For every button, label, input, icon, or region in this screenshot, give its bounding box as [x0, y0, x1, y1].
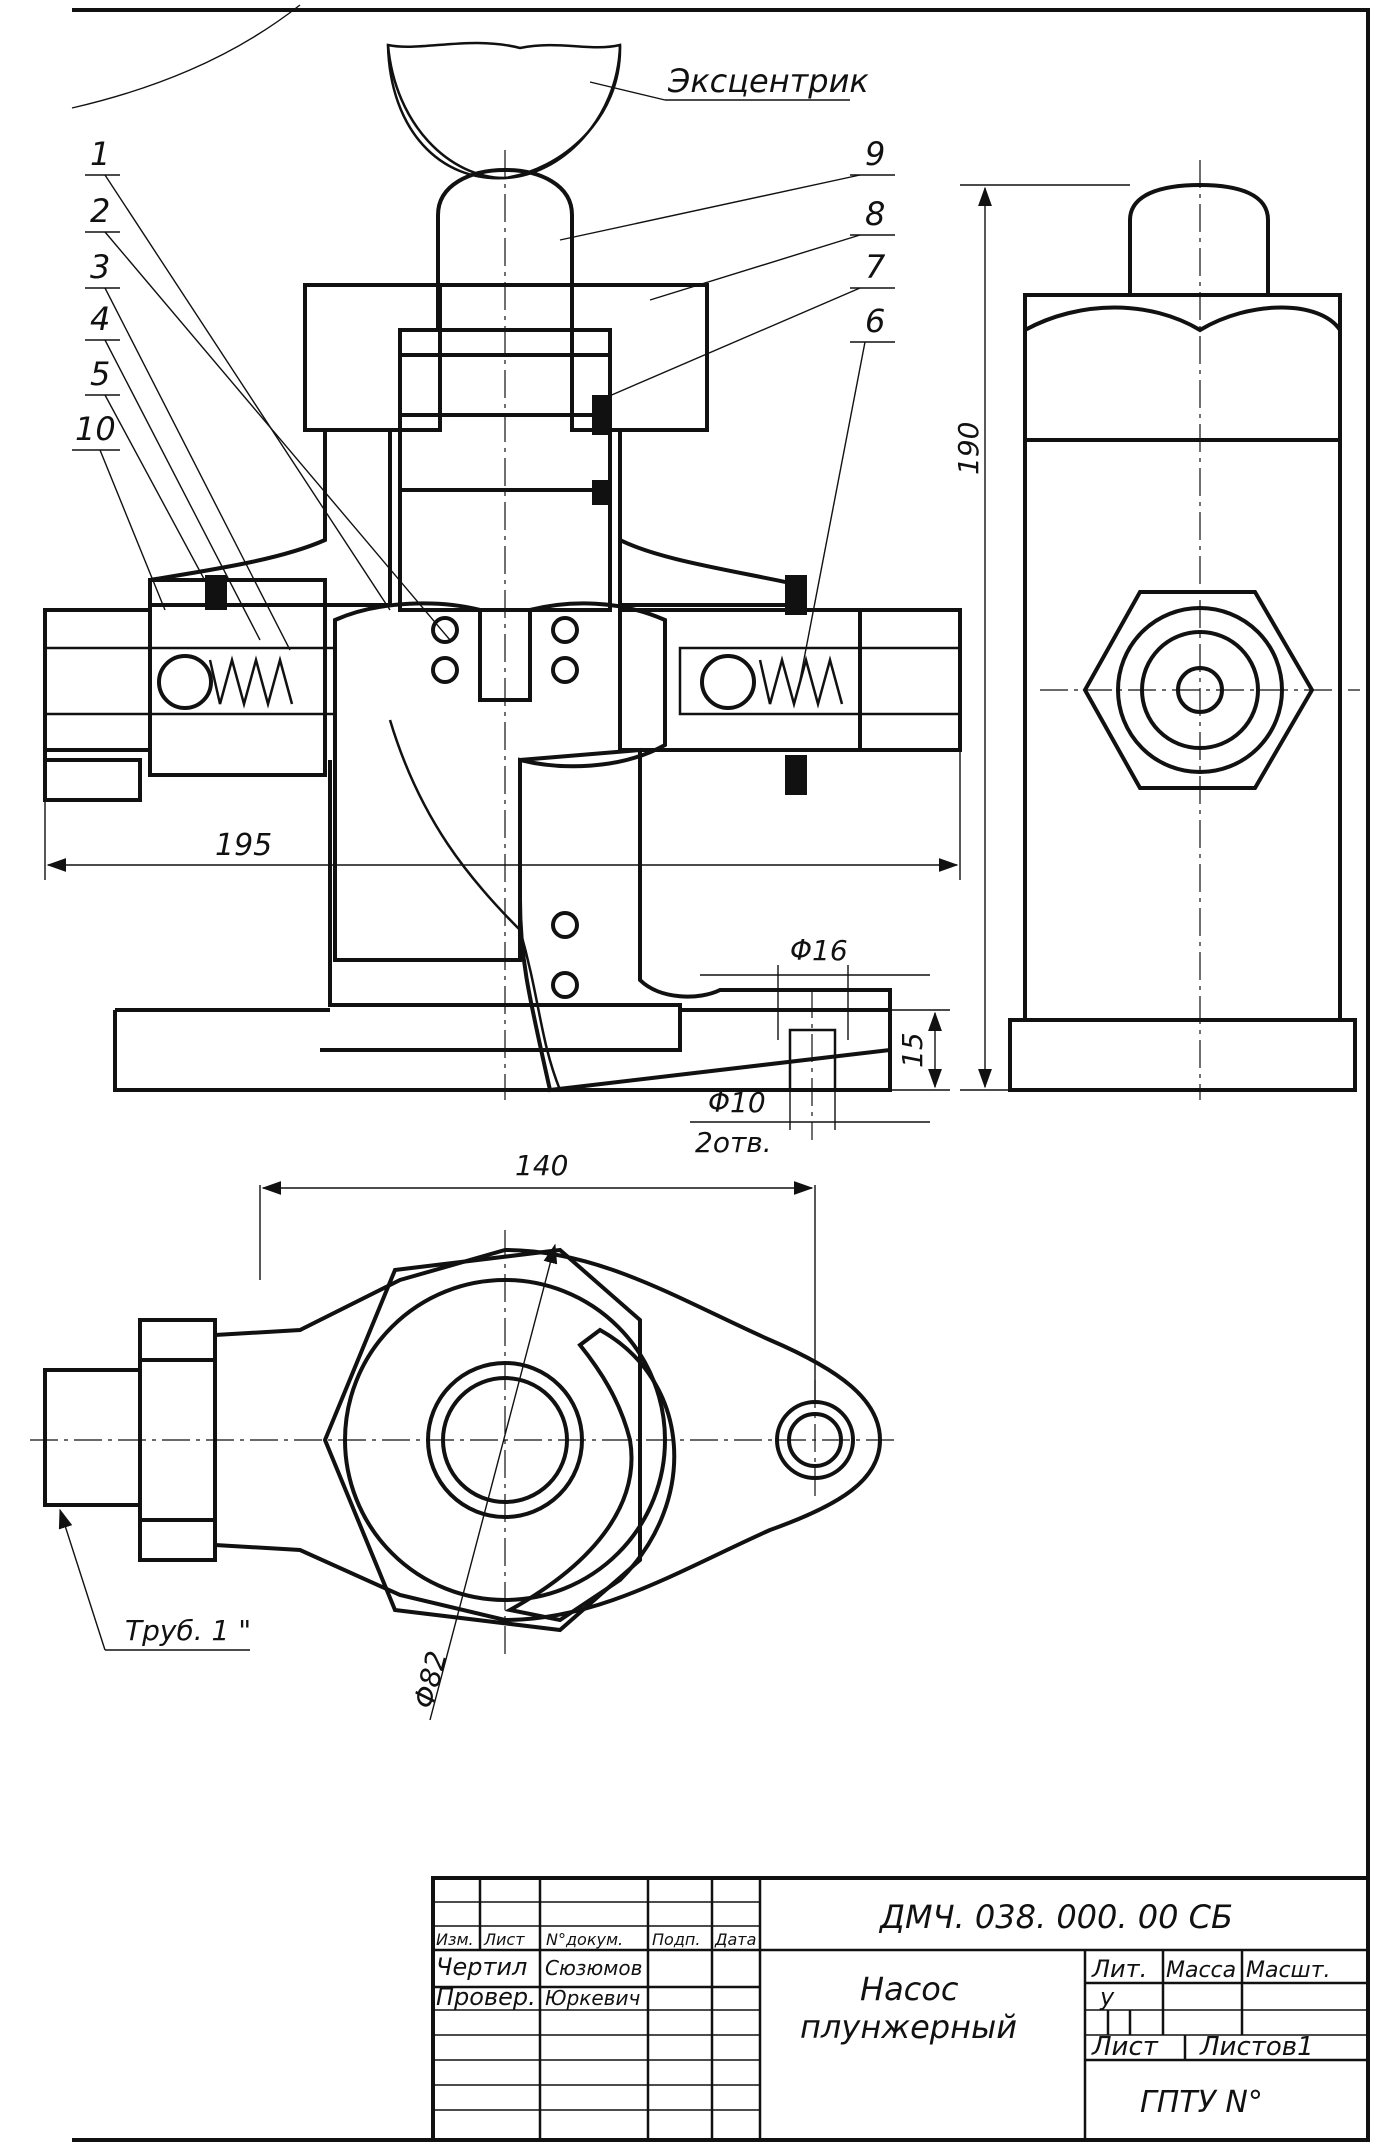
dim-phi16: Φ16 [790, 934, 848, 967]
tb-doc-number: ДМЧ. 038. 000. 00 СБ [878, 1898, 1233, 1936]
dim-15: 15 [896, 1032, 929, 1068]
tb-header-date: Дата [714, 1930, 756, 1949]
callout-9: 9 [865, 135, 885, 173]
tb-title-line1: Насос [860, 1970, 959, 2008]
tb-sheet-label: Лист [1091, 2032, 1159, 2062]
tb-header-doc: N°докум. [546, 1930, 623, 1949]
tb-lit-value: у [1099, 1983, 1115, 2011]
callout-3: 3 [90, 248, 110, 286]
title-block: Изм. Лист N°докум. Подп. Дата Чертил Сюз… [431, 1876, 1370, 2142]
tb-sheets-label: Листов1 [1199, 2032, 1314, 2062]
front-view: Эксцентрик [43, 41, 962, 1159]
callout-10: 10 [75, 410, 116, 448]
callout-6: 6 [865, 302, 885, 340]
tb-lit-label: Лит. [1091, 1955, 1147, 1983]
dim-phi82: Φ82 [407, 1648, 454, 1712]
dim-phi10: Φ10 [708, 1086, 766, 1119]
tb-title-line2: плунжерный [800, 2008, 1017, 2046]
dim-190: 190 [952, 422, 985, 475]
callout-2: 2 [90, 192, 110, 230]
side-view: 190 [952, 160, 1360, 1100]
callouts-left: 1 2 3 4 5 10 [75, 135, 116, 448]
callout-7: 7 [865, 248, 886, 286]
tb-scale-label: Масшт. [1246, 1958, 1331, 1983]
tb-header-izm: Изм. [436, 1930, 474, 1949]
callout-5: 5 [90, 355, 110, 393]
eccentric-cam [386, 41, 622, 180]
eccentric-label: Эксцентрик [667, 62, 869, 100]
callout-4: 4 [90, 300, 110, 338]
tb-organization: ГПТУ N° [1140, 2085, 1263, 2120]
tb-checked-role: Провер. [436, 1983, 536, 2011]
tb-header-list: Лист [483, 1930, 525, 1949]
tb-drawn-name: Сюзюмов [545, 1956, 642, 1980]
plan-view: 140 Φ82 Труб. 1 " [30, 1149, 900, 1721]
callouts-right: 9 8 7 6 [865, 135, 886, 340]
sheet-frame [71, 4, 1370, 2142]
dim-140: 140 [515, 1149, 568, 1182]
tb-mass-label: Масса [1166, 1958, 1236, 1983]
tb-header-sign: Подп. [652, 1930, 700, 1949]
tb-drawn-role: Чертил [436, 1953, 527, 1981]
pipe-label: Труб. 1 " [125, 1614, 251, 1647]
callout-1: 1 [90, 135, 110, 173]
dim-hole-count: 2отв. [695, 1126, 772, 1159]
tb-checked-name: Юркевич [545, 1986, 640, 2010]
dim-195: 195 [215, 828, 272, 863]
callout-8: 8 [865, 195, 885, 233]
